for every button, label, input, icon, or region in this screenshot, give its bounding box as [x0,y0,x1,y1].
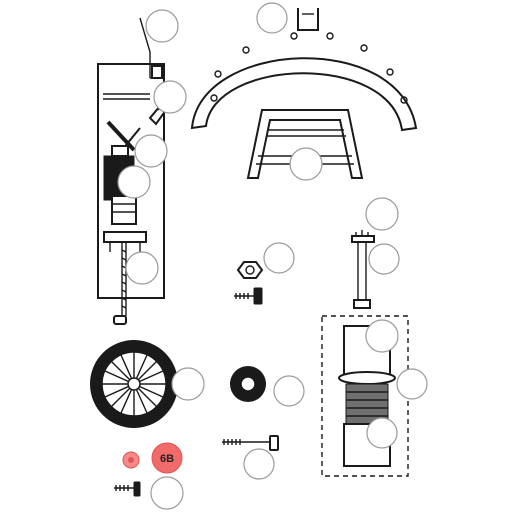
large-wheel [90,340,178,428]
nut-and-bolt [234,261,264,305]
highlight-callout-6b [151,442,183,474]
highlighted-callout-group: 6B [122,442,183,474]
callout-13 [273,375,305,407]
callout-14 [396,368,428,400]
highlight-dot-inner [128,457,134,463]
callout-10 [125,251,159,285]
callout-7 [365,197,399,231]
callout-9 [263,242,295,274]
highlight-callout-label: 6B [160,453,174,465]
short-bolt [114,481,141,497]
callout-16 [243,448,275,480]
callout-6 [289,147,323,181]
small-wheel [230,366,266,402]
callout-2 [256,2,288,34]
callout-8 [368,243,400,275]
callouts [117,2,428,510]
callout-5 [117,165,151,199]
long-bolt [222,435,279,451]
callout-17 [150,476,184,510]
callout-3 [153,80,187,114]
shaft-assembly [351,230,375,309]
callout-15 [366,417,398,449]
callout-12 [171,367,205,401]
callout-4 [134,134,168,168]
curved-rail-arch [190,8,418,132]
callout-11 [365,319,399,353]
callout-1 [145,9,179,43]
